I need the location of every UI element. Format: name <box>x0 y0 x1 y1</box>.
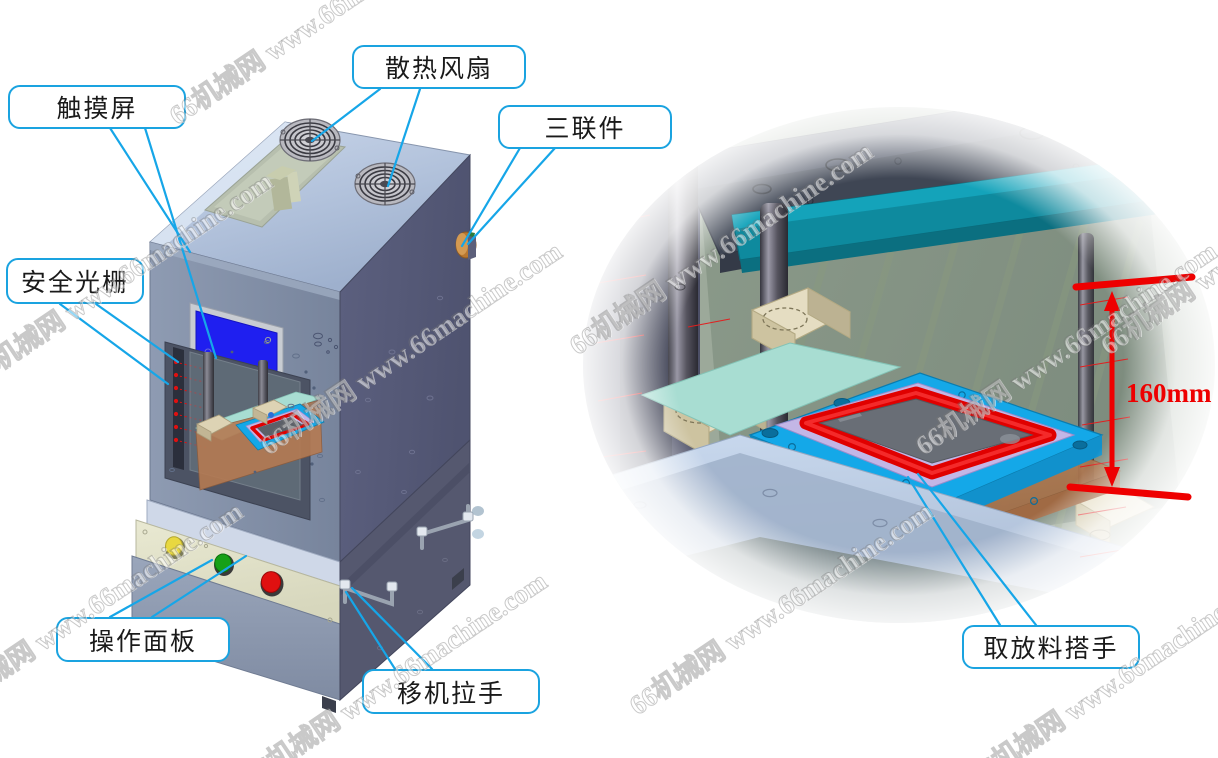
indicator-yellow <box>165 536 185 559</box>
callout-light-curtain[interactable]: 安全光栅 <box>6 258 144 304</box>
callout-cooling-fan-label: 散热风扇 <box>384 56 493 83</box>
callout-light-curtain-label: 安全光栅 <box>20 270 129 297</box>
fan-grille-1 <box>279 118 341 162</box>
callout-move-handle[interactable]: 移机拉手 <box>362 669 540 714</box>
callout-control-panel-label: 操作面板 <box>88 628 197 656</box>
work-area-detail-view <box>580 105 1218 625</box>
button-green-start <box>214 553 234 576</box>
callout-flr-unit-label: 三联件 <box>544 116 626 143</box>
callout-load-handle[interactable]: 取放料搭手 <box>962 625 1140 669</box>
callout-cooling-fan[interactable]: 散热风扇 <box>352 45 526 89</box>
button-red-estop <box>260 571 284 597</box>
dimension-annotation <box>1066 273 1196 501</box>
dimension-160mm-label: 160mm <box>1126 378 1212 408</box>
fan-grille-2 <box>354 162 416 206</box>
callout-move-handle-label: 移机拉手 <box>396 680 505 708</box>
callout-load-handle-label: 取放料搭手 <box>983 636 1119 663</box>
callout-touchscreen[interactable]: 触摸屏 <box>8 85 186 129</box>
linear-bushing-2 <box>252 399 288 425</box>
linear-bushing-1 <box>196 414 233 442</box>
callout-flr-unit[interactable]: 三联件 <box>498 105 672 149</box>
callout-control-panel[interactable]: 操作面板 <box>56 617 230 662</box>
callout-touchscreen-label: 触摸屏 <box>56 96 138 123</box>
